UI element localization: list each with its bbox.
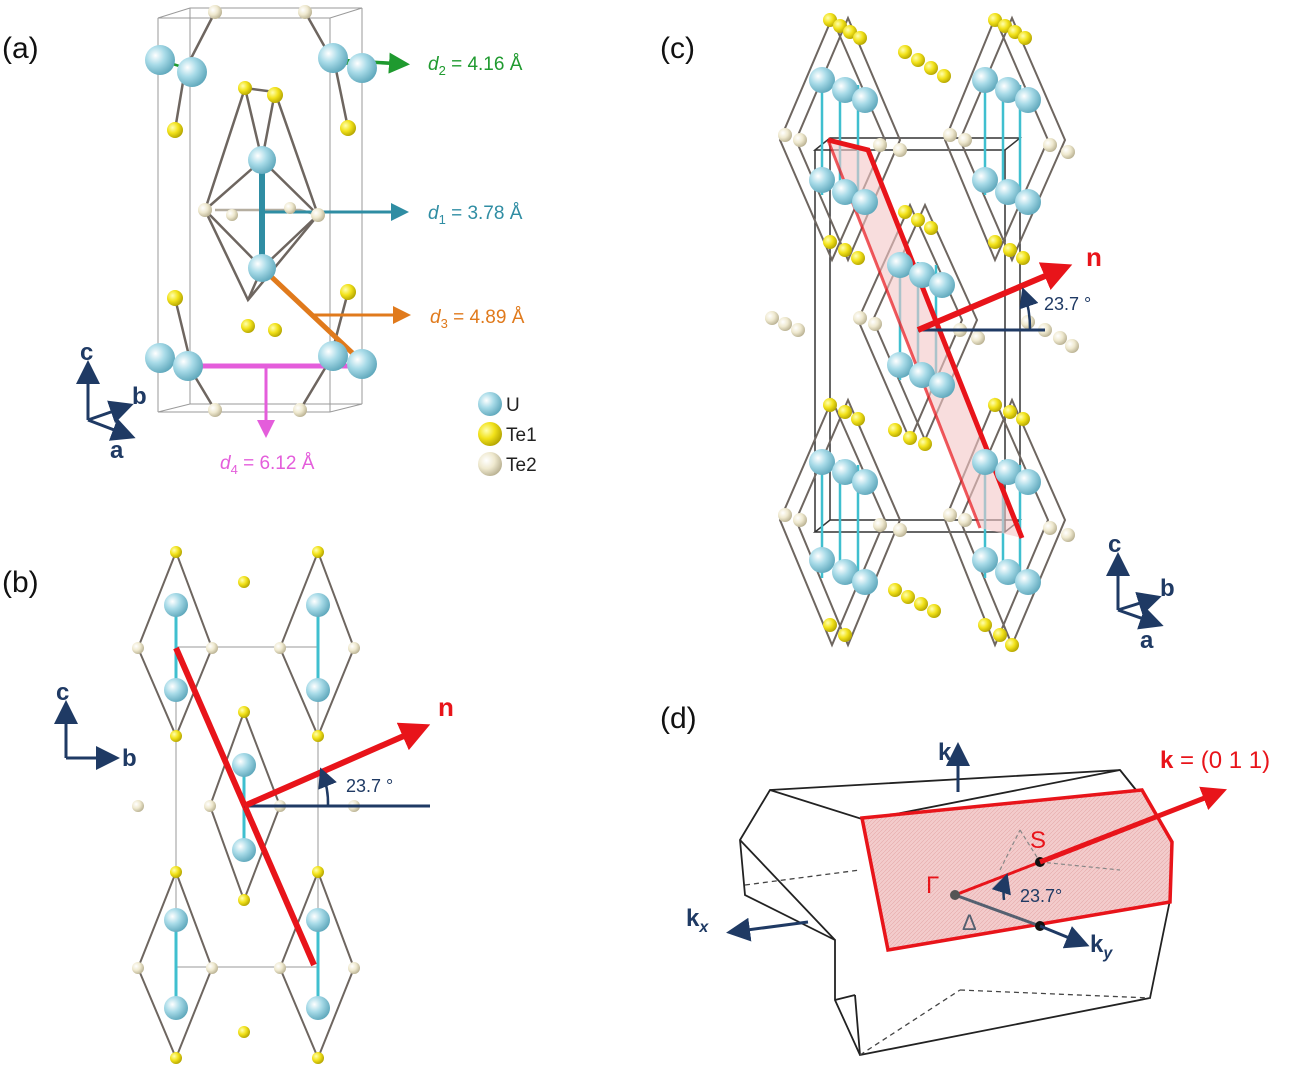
panel-d: (d) Γ — [660, 702, 1270, 1057]
axis-label-a: a — [110, 437, 124, 464]
legend-label-u: U — [506, 395, 520, 416]
atoms-a — [145, 5, 377, 417]
legend-label-te1: Te1 — [506, 425, 537, 446]
plane-inner-lines — [999, 829, 1121, 871]
angle-label-d: 23.7° — [1020, 886, 1062, 906]
label-d2: d2 = 4.16 Å — [428, 54, 523, 78]
label-d4: d4 = 6.12 Å — [220, 453, 315, 477]
legend-label-te2: Te2 — [506, 455, 537, 476]
axis-label-b-b: b — [122, 745, 137, 772]
axes-c: c b a — [1106, 531, 1175, 654]
angle-label-c: 23.7 ° — [1044, 294, 1091, 314]
axis-label-c-c: c — [1108, 531, 1121, 558]
angle-arc-d — [991, 873, 1011, 901]
gamma-point — [950, 890, 960, 900]
panel-a: (a) — [2, 5, 537, 477]
plane-edge-c — [827, 137, 1025, 539]
axis-label-b-c: b — [1160, 575, 1175, 602]
unit-cell-a — [157, 7, 363, 413]
kz-label: kz — [938, 739, 959, 770]
atoms-b — [132, 546, 360, 1064]
ky-arrow — [1039, 924, 1090, 949]
panel-d-label: (d) — [660, 702, 697, 735]
k-vector-arrow — [1039, 786, 1227, 865]
legend-swatch-te2 — [478, 452, 502, 476]
label-d3: d3 = 4.89 Å — [430, 307, 525, 331]
kx-label: kx — [686, 905, 709, 936]
legend: U Te1 Te2 — [478, 392, 537, 476]
angle-arc-c — [1019, 287, 1039, 331]
panel-b: (b) — [2, 546, 454, 1064]
kx-arrow — [726, 917, 809, 942]
axis-label-b: b — [132, 383, 147, 410]
panel-a-label: (a) — [2, 32, 39, 65]
atoms-c — [765, 13, 1079, 652]
angle-label-b: 23.7 ° — [346, 776, 393, 796]
plane-fill-c — [828, 140, 1022, 538]
axes-a: c b a — [76, 339, 147, 464]
panel-c: (c) — [660, 13, 1175, 654]
normal-arrow-c — [916, 262, 1073, 333]
legend-swatch-u — [478, 392, 502, 416]
axis-label-c-b: c — [56, 679, 69, 706]
axes-b: c b — [54, 679, 137, 772]
label-d1: d1 = 3.78 Å — [428, 203, 523, 227]
panel-c-label: (c) — [660, 32, 695, 65]
axis-label-c: c — [80, 339, 93, 366]
delta-label: Δ — [962, 910, 977, 935]
k-vector-label: k = (0 1 1) — [1160, 747, 1270, 774]
panel-b-label: (b) — [2, 566, 39, 599]
gamma-label: Γ — [926, 872, 939, 899]
normal-label-b: n — [438, 692, 454, 722]
ky-label: ky — [1090, 931, 1113, 962]
normal-label-c: n — [1086, 242, 1102, 272]
s-label: S — [1030, 827, 1046, 854]
legend-swatch-te1 — [478, 422, 502, 446]
axis-label-a-c: a — [1140, 627, 1154, 654]
angle-arc-b — [318, 767, 337, 807]
normal-arrow-b — [242, 722, 431, 809]
gamma-delta-line — [954, 893, 1041, 928]
